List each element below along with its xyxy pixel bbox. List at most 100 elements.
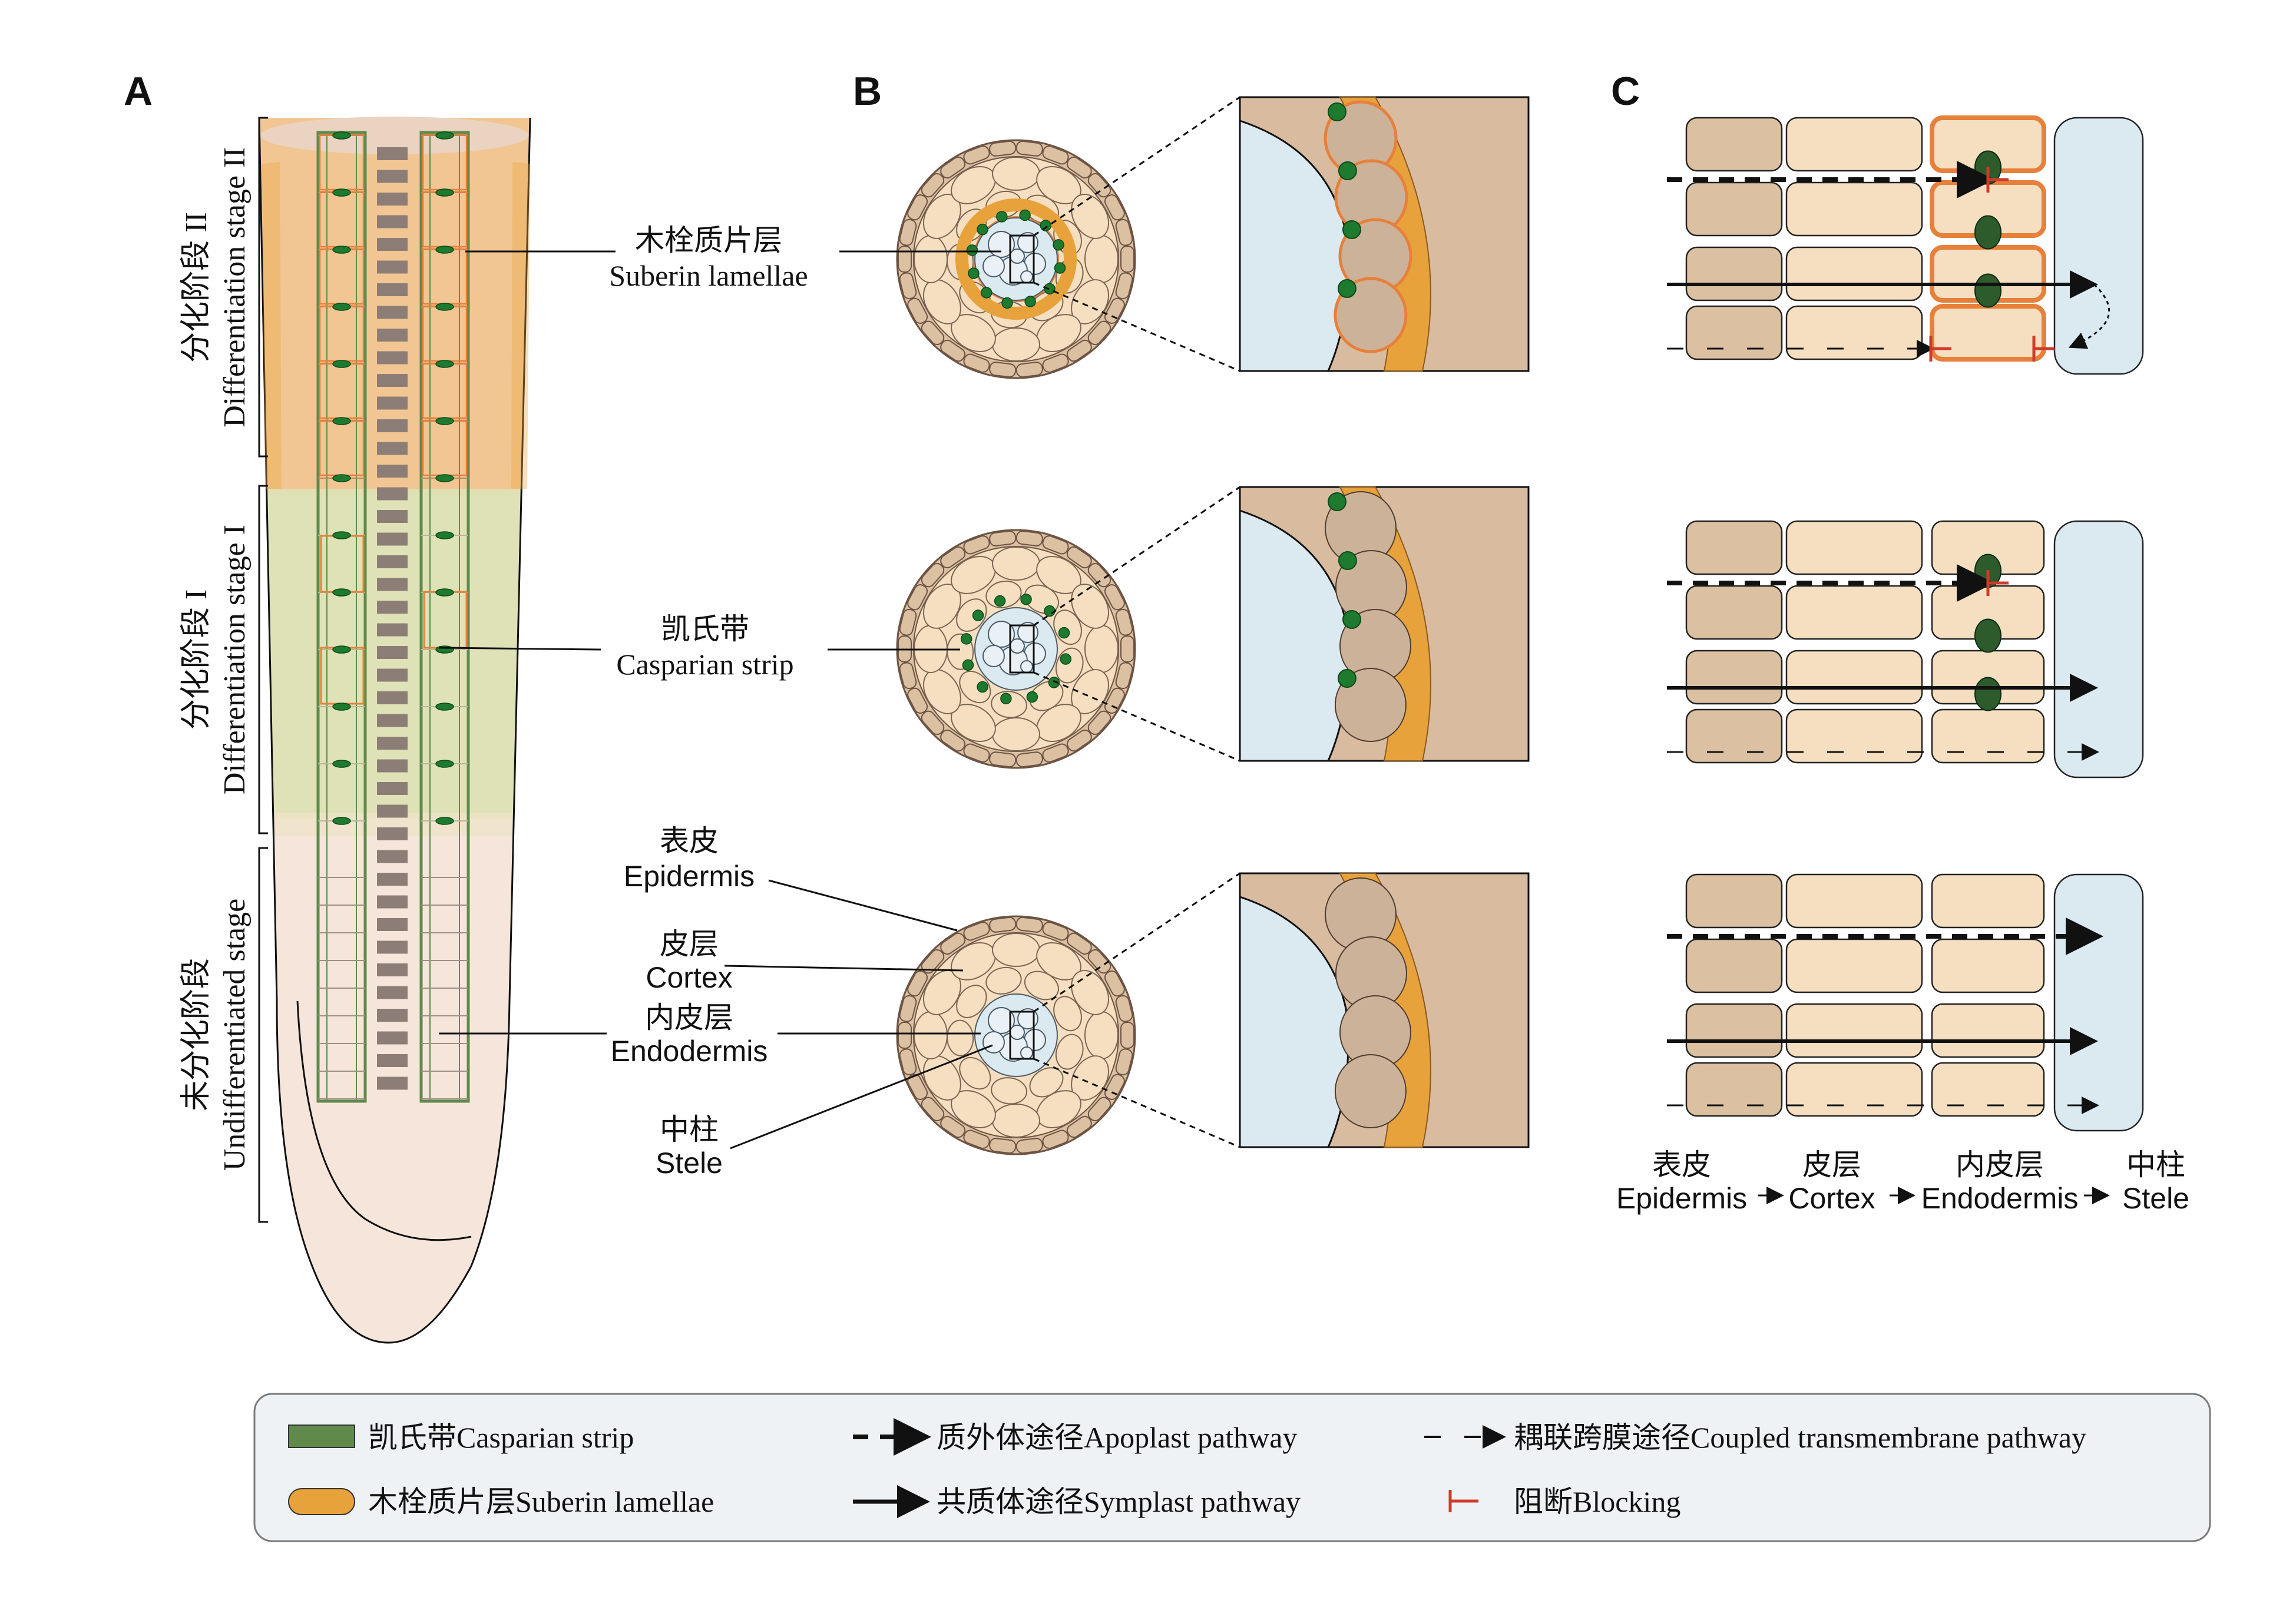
epidermis-cell <box>1066 546 1092 569</box>
xylem-segment <box>377 759 408 773</box>
panel-b-letter: B <box>853 69 882 114</box>
cortex-cell <box>1029 1067 1064 1098</box>
epidermis-cell <box>1104 970 1125 997</box>
epidermis-cell <box>1104 584 1125 611</box>
xylem-segment <box>377 1009 408 1022</box>
blocking-mark <box>1986 570 2009 596</box>
xylem-segment <box>377 714 408 727</box>
cortex-cell <box>991 691 1028 718</box>
zoom-stage1 <box>1033 486 1530 762</box>
epidermis-cell <box>1087 1097 1111 1121</box>
zoom-endodermis-cell <box>1334 1054 1407 1128</box>
epidermis-cell <box>1087 949 1111 974</box>
casparian-label-en: Casparian strip <box>616 648 793 681</box>
zoom-casparian-dot <box>1338 161 1357 180</box>
undiff-stage-label: 未分化阶段 Undifferentiated stage <box>180 899 252 1171</box>
casparian-dot-right <box>435 131 454 140</box>
epidermis-cell <box>1066 932 1092 955</box>
stele-label-en: Stele <box>656 1147 723 1180</box>
cortex-cell <box>914 235 948 283</box>
xylem-segment <box>377 306 408 319</box>
epidermis-cell <box>1120 1022 1134 1049</box>
epidermis-cell <box>1115 272 1133 300</box>
zoom-stage2 <box>1033 96 1530 372</box>
xylem-segment <box>377 601 408 614</box>
casparian-dot <box>1019 209 1031 221</box>
casparian-dot-right <box>435 246 454 254</box>
epidermis-cell <box>989 1138 1017 1154</box>
epidermis-cell <box>1685 1062 1783 1117</box>
epidermis-cell <box>989 530 1017 546</box>
inspection-box <box>1009 1011 1035 1060</box>
efflux-loop <box>2068 283 2110 349</box>
flow-axis-epidermis-en: Epidermis <box>1616 1182 1747 1215</box>
vessel <box>988 621 1015 648</box>
vessel <box>1020 660 1033 673</box>
casparian-dot <box>966 244 978 256</box>
stage-brackets <box>258 117 268 1223</box>
zoom-casparian-dot <box>1342 610 1361 629</box>
stage-1-en: Differentiation stage I <box>218 525 252 794</box>
xylem-segment <box>377 351 408 365</box>
epidermis-cell <box>989 140 1017 157</box>
casparian-dot <box>968 267 980 279</box>
epidermis-cell <box>940 932 966 955</box>
flow-axis-cortex-en: Cortex <box>1788 1182 1875 1215</box>
central-xylem-column <box>377 147 408 1090</box>
stele-leader <box>730 1044 993 1150</box>
stele-cell <box>2053 117 2144 375</box>
epidermis-cell <box>1066 339 1092 362</box>
epidermis-cell <box>1015 362 1043 378</box>
zoom-undiff <box>1033 872 1530 1148</box>
cortex-cell <box>1785 520 1923 575</box>
xylem-segment <box>377 193 408 206</box>
vessel <box>1020 1046 1033 1059</box>
casparian-dot-left <box>332 703 351 711</box>
xylem-segment <box>377 170 408 183</box>
epidermis-cell <box>899 662 917 690</box>
cortex-cell <box>991 1077 1028 1105</box>
casparian-dot <box>977 681 988 693</box>
xylem-segment <box>377 623 408 637</box>
casparian-dot <box>962 659 974 671</box>
xylem-segment <box>377 827 408 840</box>
epidermis-cell <box>1104 297 1125 324</box>
epidermis-cell <box>1042 743 1069 763</box>
epidermis-cell <box>1087 710 1111 735</box>
casparian-strip-marks <box>332 131 454 825</box>
pathway-stage1 <box>1667 520 2144 779</box>
suberin-swatch <box>288 1488 355 1515</box>
casparian-dot <box>1058 627 1070 639</box>
flow-axis-stele: 中柱 Stele <box>2122 1148 2189 1215</box>
vessel <box>1010 638 1025 654</box>
cortex-cell <box>1071 584 1110 629</box>
vessel <box>988 1007 1015 1034</box>
cortex-cell <box>959 1056 991 1090</box>
cortex-cell <box>1785 305 1923 360</box>
flow-axis-endodermis-en: Endodermis <box>1921 1182 2079 1215</box>
cortex-cell <box>914 1011 948 1059</box>
cortex-cell <box>992 157 1040 191</box>
vessel <box>1020 270 1033 283</box>
leader-lines-a <box>438 250 616 1035</box>
cortex-cell <box>959 670 991 704</box>
cortex-cell <box>1785 1062 1923 1117</box>
casparian-dot <box>996 211 1008 223</box>
casparian-dot-right <box>435 703 454 711</box>
casparian-dot-left <box>332 588 351 597</box>
casparian-dot <box>1044 605 1056 617</box>
casparian-dot-right <box>435 360 454 368</box>
cross-section-stage1 <box>896 529 1136 769</box>
epidermis-cell <box>921 710 945 735</box>
flow-axis-endodermis: 内皮层 Endodermis <box>1921 1148 2079 1215</box>
flow-axis-epidermis-cn: 表皮 <box>1652 1148 1711 1181</box>
undiff-stage-cn: 未分化阶段 <box>180 958 213 1111</box>
suberin-label-cn: 木栓质片层 <box>635 224 782 257</box>
cortex-cell <box>1071 194 1110 239</box>
epidermis-cell <box>1104 1074 1125 1100</box>
epidermis-cell <box>899 1048 917 1076</box>
xylem-segment <box>377 918 408 931</box>
epidermis-cell <box>899 995 917 1022</box>
casparian-dot <box>977 223 988 236</box>
